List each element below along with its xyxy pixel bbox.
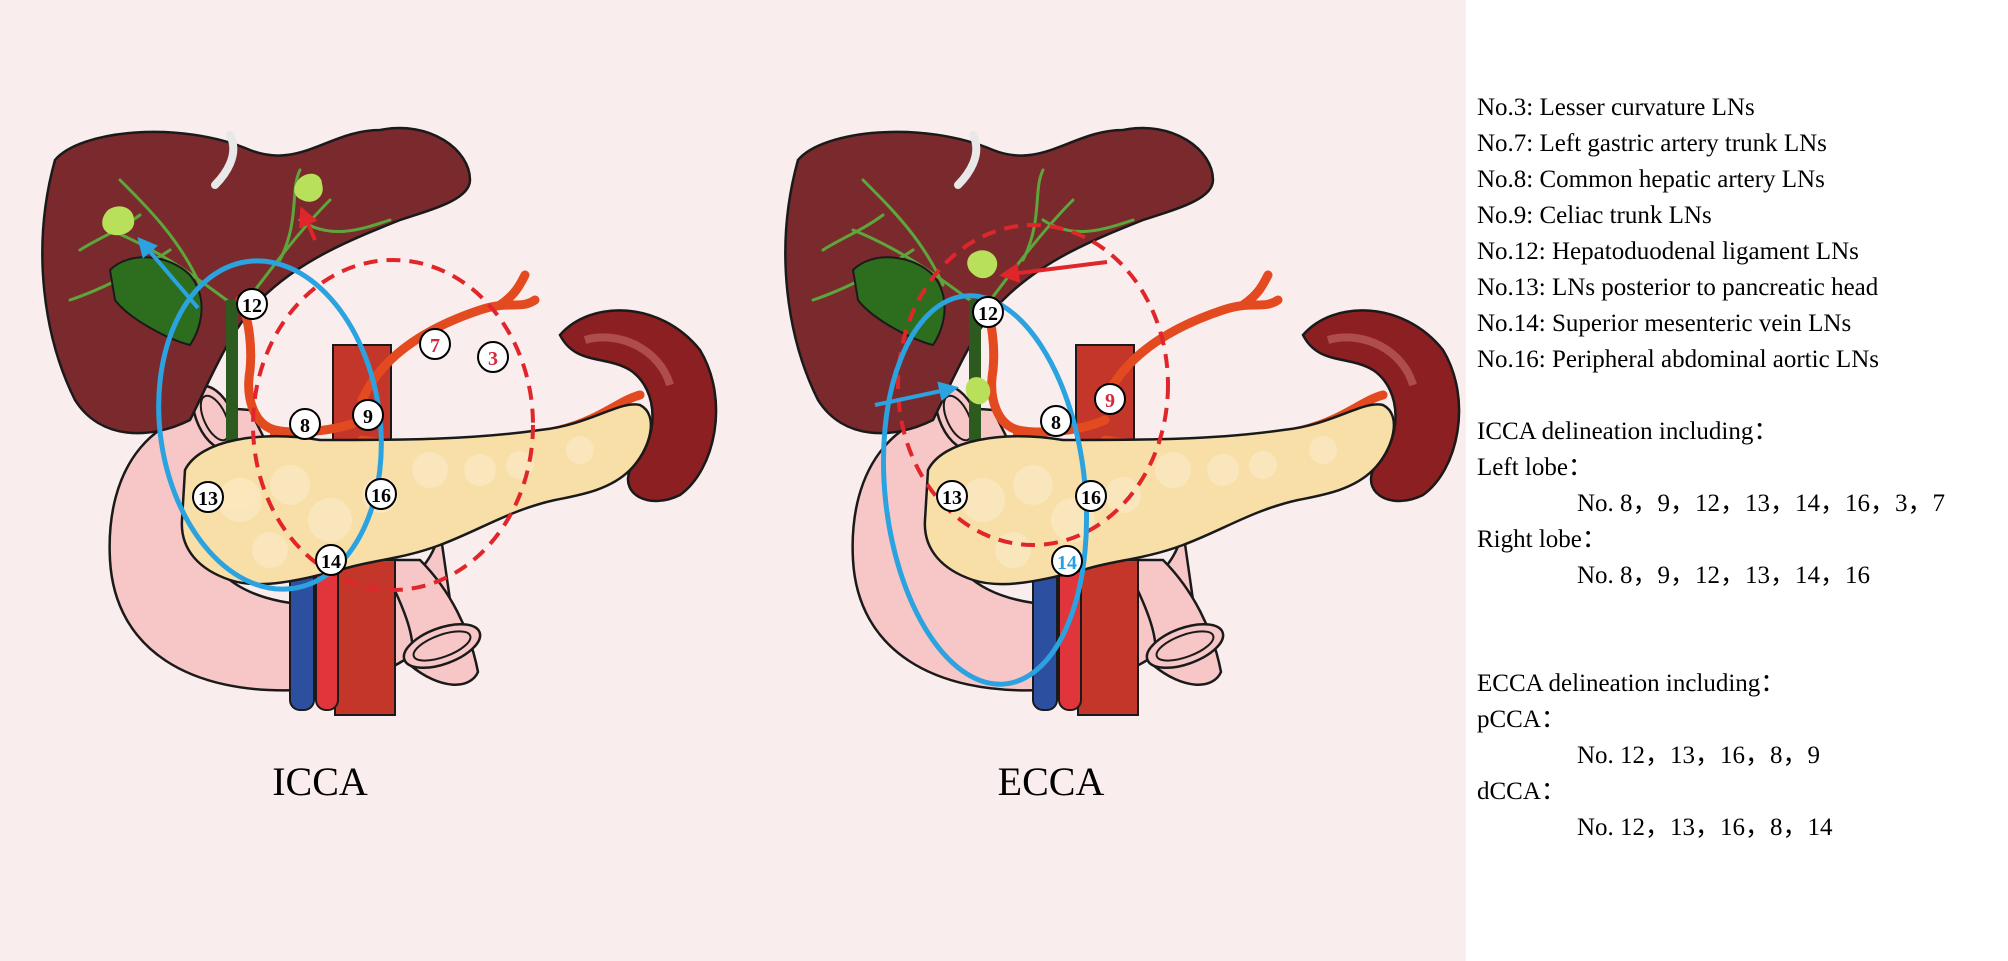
icca-tumor-right [102, 206, 135, 236]
icca-delineation-heading: ICCA delineation including： [1477, 418, 1779, 445]
legend-station: No.9: Celiac trunk LNs [1477, 202, 1712, 229]
icca-node-9: 9 [352, 399, 384, 431]
icca-red-arrow [299, 206, 318, 241]
pcca-stations: No. 12，13，16，8，9 [1577, 742, 1821, 769]
icca-node-8: 8 [289, 408, 321, 440]
icca-node-12: 12 [236, 288, 268, 320]
icca-tumor-left [294, 173, 323, 202]
ecca-node-9: 9 [1094, 383, 1126, 415]
icca-left-lobe-label: Left lobe： [1477, 454, 1593, 481]
svg-text:7: 7 [430, 335, 440, 357]
icca-node-7: 7 [419, 328, 451, 360]
pcca-label: pCCA： [1477, 706, 1566, 733]
svg-text:3: 3 [488, 348, 498, 370]
ecca-red-arrow [999, 260, 1108, 283]
icca-dashed-region [251, 258, 535, 592]
svg-text:14: 14 [1057, 552, 1077, 574]
svg-text:9: 9 [1105, 390, 1115, 412]
svg-text:9: 9 [363, 406, 373, 428]
ecca-tumor-upper [967, 250, 998, 279]
svg-text:14: 14 [321, 551, 341, 573]
icca-node-13: 13 [192, 481, 224, 513]
legend-station: No.7: Left gastric artery trunk LNs [1477, 130, 1827, 157]
svg-text:8: 8 [1051, 412, 1061, 434]
ecca-node-13: 13 [936, 480, 968, 512]
dcca-label: dCCA： [1477, 778, 1566, 805]
icca-node-badges: 12 8 9 13 16 14 7 3 [192, 288, 509, 576]
legend-station: No.8: Common hepatic artery LNs [1477, 166, 1825, 193]
ecca-node-12: 12 [972, 296, 1004, 328]
icca-title: ICCA [272, 759, 368, 804]
legend-station: No.14: Superior mesenteric vein LNs [1477, 310, 1852, 337]
svg-text:12: 12 [242, 295, 262, 317]
svg-text:13: 13 [198, 488, 218, 510]
svg-text:16: 16 [1081, 487, 1101, 509]
ecca-blue-arrow [874, 381, 959, 407]
ecca-tumor-lower [965, 377, 991, 405]
anatomy-figure: 12 8 9 13 16 14 7 3 12 8 9 13 16 14 ICCA… [0, 0, 1466, 804]
legend-panel: No.3: Lesser curvature LNs No.7: Left ga… [1477, 90, 2002, 846]
svg-text:13: 13 [942, 487, 962, 509]
legend-station: No.13: LNs posterior to pancreatic head [1477, 274, 1879, 301]
legend-station: No.12: Hepatoduodenal ligament LNs [1477, 238, 1859, 265]
ecca-node-14: 14 [1051, 545, 1083, 577]
ecca-blue-region [880, 293, 1090, 687]
legend-station: No.3: Lesser curvature LNs [1477, 94, 1755, 121]
svg-text:12: 12 [978, 303, 998, 325]
ecca-overlays [874, 223, 1170, 687]
ecca-title: ECCA [998, 759, 1105, 804]
icca-node-16: 16 [365, 478, 397, 510]
legend-station: No.16: Peripheral abdominal aortic LNs [1477, 346, 1879, 373]
ecca-dashed-region [896, 223, 1170, 547]
svg-text:8: 8 [300, 415, 310, 437]
ecca-node-8: 8 [1040, 405, 1072, 437]
ecca-node-badges: 12 8 9 13 16 14 [936, 296, 1126, 577]
icca-right-lobe-label: Right lobe： [1477, 526, 1607, 553]
icca-right-lobe-stations: No. 8，9，12，13，14，16 [1577, 562, 1871, 589]
dcca-stations: No. 12，13，16，8，14 [1577, 814, 1833, 841]
icca-blue-arrow [137, 236, 200, 310]
icca-node-14: 14 [315, 544, 347, 576]
svg-text:16: 16 [371, 485, 391, 507]
ecca-node-16: 16 [1075, 480, 1107, 512]
icca-node-3: 3 [477, 341, 509, 373]
ecca-delineation-heading: ECCA delineation including： [1477, 670, 1786, 697]
icca-left-lobe-stations: No. 8，9，12，13，14，16，3，7 [1577, 490, 1946, 517]
